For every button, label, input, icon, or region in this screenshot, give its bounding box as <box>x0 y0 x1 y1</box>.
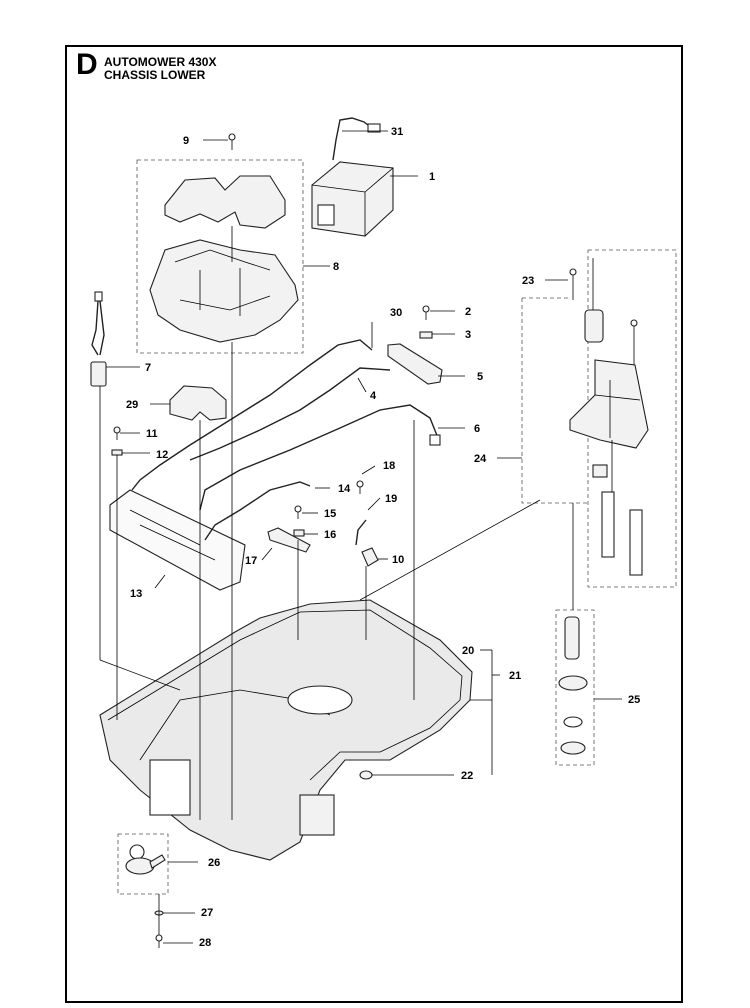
group-box-24 <box>521 297 590 504</box>
callout-26: 26 <box>208 857 220 869</box>
battery-part-1 <box>311 117 394 237</box>
wire-part-19 <box>355 519 367 546</box>
bracket-part-17 <box>267 527 311 553</box>
callout-13: 13 <box>130 588 142 600</box>
callout-3: 3 <box>465 329 471 341</box>
callout-19: 19 <box>385 493 397 505</box>
circuit-board-part-13 <box>109 489 246 591</box>
leader-lines <box>99 130 622 944</box>
callout-18: 18 <box>383 460 395 472</box>
callout-31: 31 <box>391 126 403 138</box>
washer-part-22 <box>359 770 373 780</box>
callout-7: 7 <box>145 362 151 374</box>
screw-part-28 <box>155 934 163 948</box>
callout-30: 30 <box>390 307 402 319</box>
callout-16: 16 <box>324 529 336 541</box>
gear-assembly-part-25 <box>558 616 588 755</box>
callout-10: 10 <box>392 554 404 566</box>
cable-part-6 <box>199 404 439 511</box>
callout-28: 28 <box>199 937 211 949</box>
callout-4: 4 <box>370 390 377 402</box>
screw-part-18 <box>356 480 364 494</box>
callout-25: 25 <box>628 694 640 706</box>
callout-29: 29 <box>126 399 138 411</box>
cover-part-29 <box>169 385 227 421</box>
callout-22: 22 <box>461 770 473 782</box>
callout-6: 6 <box>474 423 480 435</box>
diagram-title: AUTOMOWER 430X <box>104 55 217 69</box>
section-letter: D <box>76 48 98 81</box>
screw-part-11 <box>113 426 121 440</box>
cable-part-14 <box>204 481 311 541</box>
callout-12: 12 <box>156 449 168 461</box>
screw-part-15 <box>294 505 302 519</box>
group-box-25 <box>555 609 595 766</box>
callout-9: 9 <box>183 135 189 147</box>
callout-15: 15 <box>324 508 336 520</box>
bracket-part-5 <box>387 343 443 385</box>
motor-assembly-part-24 <box>569 258 649 576</box>
clip-part-16 <box>293 529 305 537</box>
callout-24: 24 <box>474 453 487 465</box>
screw-part-2 <box>422 305 430 320</box>
callout-2: 2 <box>465 306 471 318</box>
diagram-subtitle: CHASSIS LOWER <box>104 68 206 82</box>
callout-20: 20 <box>462 645 474 657</box>
callout-21: 21 <box>509 670 521 682</box>
clip-part-3 <box>419 331 433 339</box>
caster-part-26 <box>125 844 166 875</box>
callout-27: 27 <box>201 907 213 919</box>
frame-part-8 <box>149 175 299 343</box>
cable-part-4 <box>189 367 391 461</box>
connector-part-6 <box>429 434 441 446</box>
callout-11: 11 <box>146 428 158 440</box>
screw-part-9 <box>228 133 236 150</box>
sensor-part-10 <box>361 547 379 567</box>
callout-5: 5 <box>477 371 483 383</box>
callout-23: 23 <box>522 275 534 287</box>
group-box-26 <box>117 833 169 895</box>
callout-8: 8 <box>333 261 339 273</box>
drawing-frame <box>65 45 683 1003</box>
clip-part-12 <box>111 449 123 456</box>
group-box-8 <box>136 159 304 354</box>
chassis-body-part-21 <box>99 599 473 861</box>
callout-14: 14 <box>338 483 351 495</box>
cable-part-30 <box>131 339 373 491</box>
callout-17: 17 <box>245 555 257 567</box>
harness-part-7 <box>90 291 107 387</box>
callout-1: 1 <box>429 171 435 183</box>
